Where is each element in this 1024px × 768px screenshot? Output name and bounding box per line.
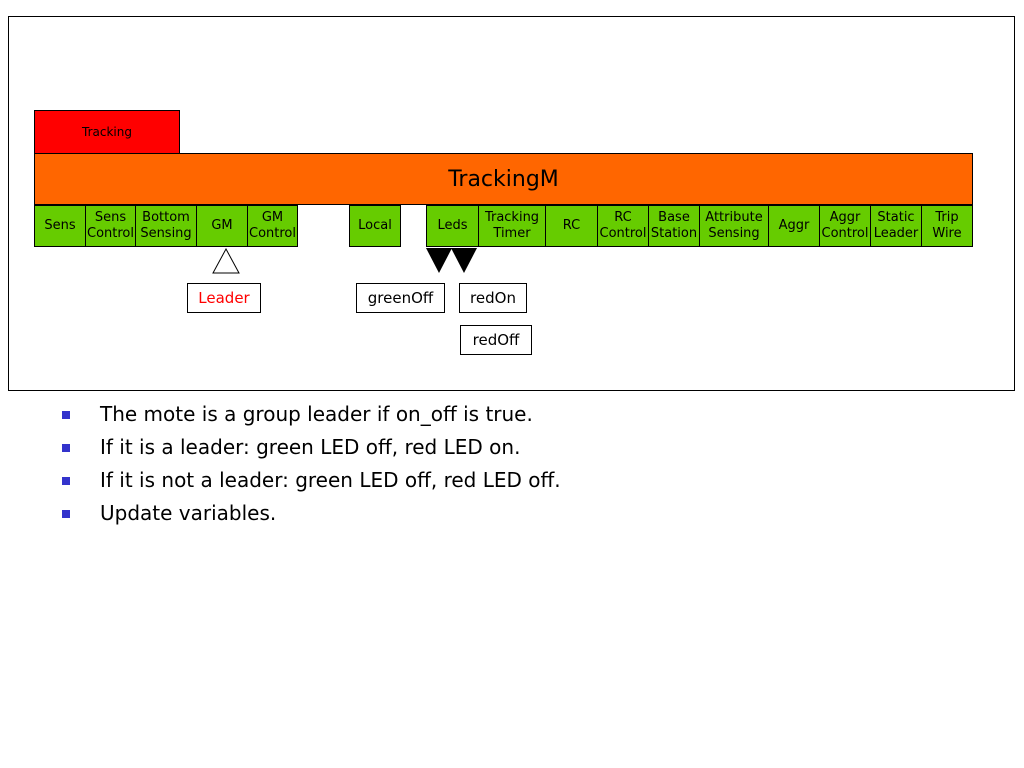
interface-aggr-control: Aggr Control [819, 205, 871, 247]
red-off-command-box: redOff [460, 325, 532, 355]
interface-tracking-timer: Tracking Timer [478, 205, 546, 247]
bullet-list: The mote is a group leader if on_off is … [62, 398, 561, 530]
interface-base-station: Base Station [648, 205, 700, 247]
square-bullet-icon [62, 444, 70, 452]
red-on-command-box: redOn [459, 283, 527, 313]
interface-leds: Leds [426, 205, 479, 247]
bullet-item: The mote is a group leader if on_off is … [62, 398, 561, 431]
bullet-text: If it is a leader: green LED off, red LE… [100, 435, 521, 459]
square-bullet-icon [62, 477, 70, 485]
interface-static-leader: Static Leader [870, 205, 922, 247]
interface-sens-control: Sens Control [85, 205, 136, 247]
interface-rc: RC [545, 205, 598, 247]
tracking-config-tab: Tracking [34, 110, 180, 154]
bullet-item: Update variables. [62, 497, 561, 530]
interface-bottom-sensing: Bottom Sensing [135, 205, 197, 247]
leader-command-box: Leader [187, 283, 261, 313]
bullet-text: The mote is a group leader if on_off is … [100, 402, 533, 426]
interface-rc-control: RC Control [597, 205, 649, 247]
square-bullet-icon [62, 510, 70, 518]
diagram-frame [8, 16, 1015, 391]
interface-trip-wire: Trip Wire [921, 205, 973, 247]
uses-triangle-icon [451, 248, 477, 273]
interface-sens: Sens [34, 205, 86, 247]
square-bullet-icon [62, 411, 70, 419]
tracking-module-box: TrackingM [34, 153, 973, 205]
interface-local: Local [349, 205, 401, 247]
bullet-item: If it is a leader: green LED off, red LE… [62, 431, 561, 464]
interface-aggr: Aggr [768, 205, 820, 247]
uses-triangle-icon [426, 248, 452, 273]
bullet-item: If it is not a leader: green LED off, re… [62, 464, 561, 497]
interface-gm-control: GM Control [247, 205, 298, 247]
green-off-command-box: greenOff [356, 283, 445, 313]
interface-attribute-sensing: Attribute Sensing [699, 205, 769, 247]
bullet-text: If it is not a leader: green LED off, re… [100, 468, 561, 492]
provides-triangle-icon [212, 248, 240, 274]
interface-gm: GM [196, 205, 248, 247]
bullet-text: Update variables. [100, 501, 277, 525]
